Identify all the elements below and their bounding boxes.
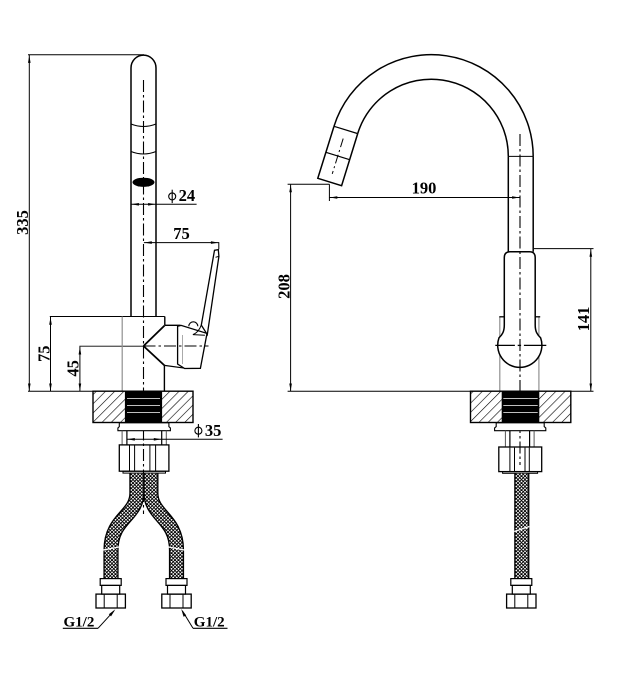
svg-text:G1/2: G1/2 <box>64 614 95 630</box>
svg-text:45: 45 <box>64 360 83 377</box>
svg-text:75: 75 <box>173 224 190 243</box>
svg-text:75: 75 <box>34 346 53 363</box>
svg-text:208: 208 <box>275 274 294 299</box>
svg-text:190: 190 <box>412 179 437 198</box>
svg-text:G1/2: G1/2 <box>194 614 225 630</box>
svg-text:24: 24 <box>179 186 196 205</box>
svg-text:335: 335 <box>13 210 32 235</box>
svg-text:35: 35 <box>205 421 222 440</box>
svg-text:141: 141 <box>574 307 593 332</box>
